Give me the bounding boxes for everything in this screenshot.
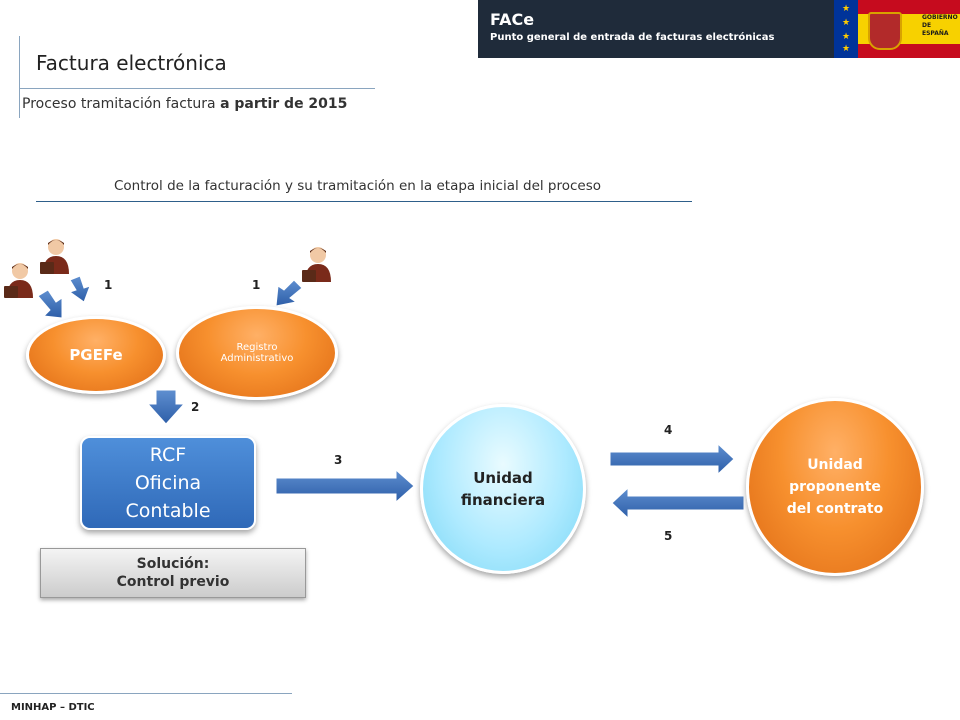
node-registro-label-1: Registro [236,342,278,353]
node-rcf-label-3: Contable [125,500,211,522]
coat-of-arms-icon [868,12,902,50]
title-divider-vertical [19,36,20,118]
node-rcf-oficina-contable: RCF Oficina Contable [80,436,256,530]
spain-government-logo [858,0,960,58]
app-name: FACe [490,10,535,29]
page-title: Factura electrónica [36,51,227,75]
subtitle-prefix: Proceso tramitación factura [22,96,221,112]
section-heading: Control de la facturación y su tramitaci… [114,178,602,194]
person-icon-2 [40,239,69,274]
step-number-4: 4 [664,423,673,437]
node-unidad-financiera: Unidad financiera [420,404,586,574]
arrow-rcf-to-financiera [275,468,415,504]
page-subtitle: Proceso tramitación factura a partir de … [22,96,347,112]
node-rcf-label-2: Oficina [134,472,202,494]
node-financiera-label-1: Unidad [473,469,533,487]
step-number-1b: 1 [252,278,261,292]
arrow-user-to-pgefe-1 [37,289,63,319]
app-subtitle: Punto general de entrada de facturas ele… [490,32,775,43]
arrow-proponente-to-financiera [611,486,745,520]
arrow-user-to-pgefe-2 [68,275,91,303]
arrow-pgefe-to-rcf [146,389,186,425]
footer-divider [0,693,292,694]
node-proponente-label-1: Unidad [807,457,863,473]
title-divider-horizontal [19,88,375,89]
node-proponente-label-2: proponente [789,479,881,495]
subtitle-bold: a partir de 2015 [220,96,348,112]
eu-flag-icon: ★ ★ ★ ★ [834,0,858,58]
arrow-user-to-registro [275,279,303,307]
node-registro-administrativo: Registro Administrativo [176,306,338,400]
step-number-3: 3 [334,453,343,467]
step-number-1a: 1 [104,278,113,292]
node-registro-label-2: Administrativo [220,353,294,364]
solution-label-1: Solución: [136,556,210,572]
node-rcf-label-1: RCF [149,444,187,466]
footer-text: MINHAP – DTIC [11,702,95,713]
node-pgefe: PGEFe [26,316,166,394]
arrow-financiera-to-proponente [609,442,735,476]
node-pgefe-label: PGEFe [69,346,123,364]
node-financiera-label-2: financiera [460,491,546,509]
step-number-5: 5 [664,529,673,543]
section-underline [36,201,692,202]
gov-logo-text: GOBIERNO DE ESPAÑA [922,14,958,37]
person-icon-3 [302,247,331,282]
solution-box: Solución: Control previo [40,548,306,598]
node-proponente-label-3: del contrato [786,501,884,517]
solution-label-2: Control previo [116,574,230,590]
person-icon-1 [4,263,33,298]
step-number-2: 2 [191,400,200,414]
node-unidad-proponente: Unidad proponente del contrato [746,398,924,576]
